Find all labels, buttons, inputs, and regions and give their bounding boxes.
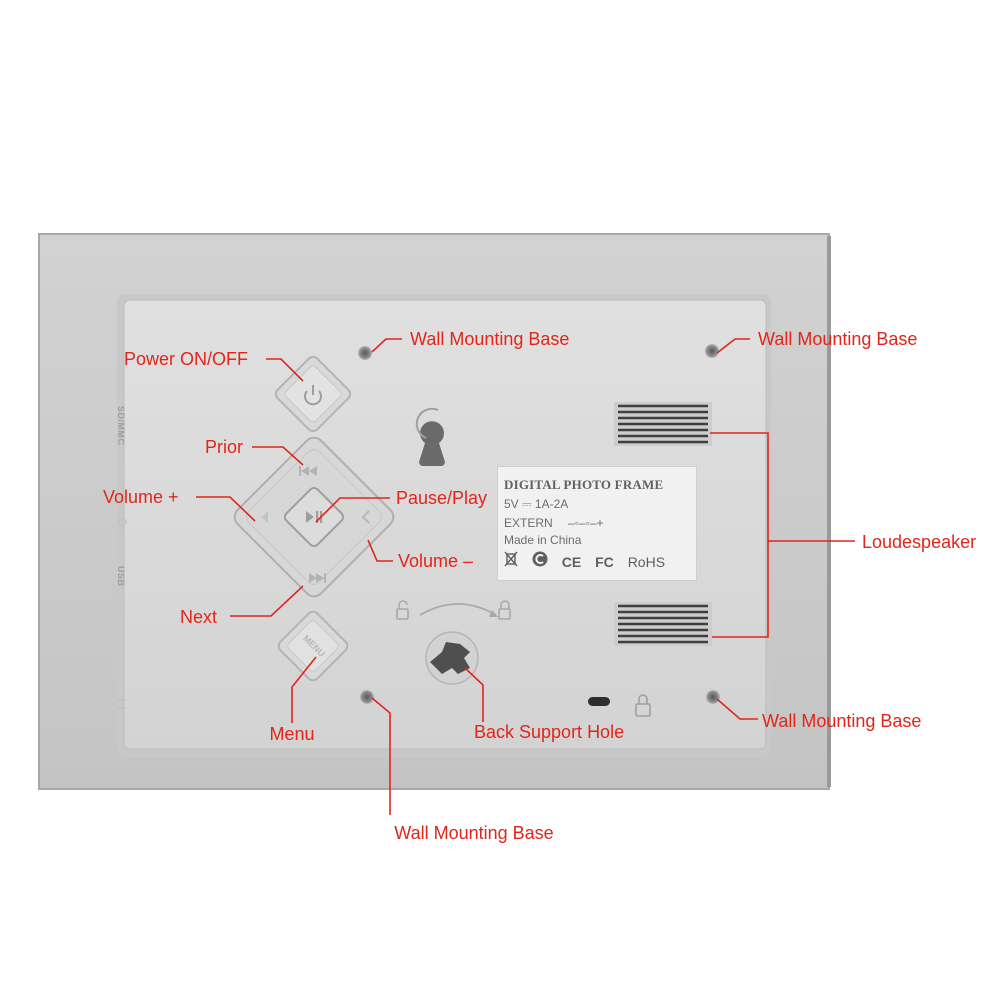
label-wall-mount-top-center: Wall Mounting Base bbox=[410, 329, 570, 349]
ce-mark: CE bbox=[561, 554, 582, 570]
pause-play-button[interactable] bbox=[283, 486, 345, 548]
sd-mmc-port-label: SD/MMC bbox=[116, 406, 126, 446]
annotation-leaders bbox=[196, 338, 855, 815]
rotation-arc bbox=[419, 603, 497, 616]
side-port-marks bbox=[117, 517, 127, 709]
prior-icon bbox=[299, 466, 317, 476]
volume-plus-icon bbox=[262, 511, 268, 523]
label-wall-mount-top-right: Wall Mounting Base bbox=[758, 329, 918, 349]
label-wall-mount-bottom: Wall Mounting Base bbox=[394, 823, 554, 843]
wall-mount-hole-top-right bbox=[705, 344, 719, 358]
volume-minus-icon bbox=[361, 510, 370, 524]
label-loudspeaker: Loudespeaker bbox=[862, 532, 977, 552]
sticker-certifications: CE FC RoHS bbox=[504, 551, 675, 570]
wall-mount-hole-top-center bbox=[358, 346, 372, 360]
c-tick-icon bbox=[532, 551, 548, 570]
label-wall-mount-bottom-right: Wall Mounting Base bbox=[762, 711, 922, 731]
rohs-mark: RoHS bbox=[627, 554, 666, 570]
label-menu: Menu bbox=[269, 724, 315, 744]
weee-bin-icon bbox=[504, 551, 518, 570]
label-volume-plus: Volume + bbox=[103, 487, 179, 507]
speaker-grille-top bbox=[614, 402, 712, 446]
sticker-extern: EXTERN bbox=[504, 516, 553, 530]
menu-button[interactable] bbox=[276, 609, 350, 683]
label-back-support-hole: Back Support Hole bbox=[474, 722, 625, 742]
reset-slot bbox=[588, 697, 610, 706]
wall-mount-hole-bottom-right bbox=[706, 690, 720, 704]
power-icon bbox=[304, 385, 322, 406]
back-support-hole bbox=[425, 631, 479, 685]
unlock-icon bbox=[396, 600, 409, 620]
sticker-power-rating: 5V ⎓ 1A-2A bbox=[504, 497, 569, 511]
power-button[interactable] bbox=[273, 354, 352, 433]
label-pause-play: Pause/Play bbox=[396, 488, 488, 508]
label-power: Power ON/OFF bbox=[124, 349, 249, 369]
lock-icon bbox=[635, 694, 651, 717]
frame-edge bbox=[827, 236, 831, 787]
next-icon bbox=[309, 573, 326, 583]
product-label-sticker: DIGITAL PHOTO FRAME 5V ⎓ 1A-2A EXTERN –◦… bbox=[497, 466, 697, 581]
fc-mark: FC bbox=[595, 554, 614, 570]
label-volume-minus: Volume – bbox=[398, 551, 474, 571]
lock-icon-support bbox=[498, 600, 511, 620]
sticker-title: DIGITAL PHOTO FRAME bbox=[504, 477, 664, 492]
label-next: Next bbox=[180, 607, 218, 627]
sticker-extern-symbol: –◦–◦–+ bbox=[568, 516, 604, 530]
wall-mount-hole-bottom-left bbox=[360, 690, 374, 704]
label-prior: Prior bbox=[205, 437, 244, 457]
keyhole-slot bbox=[419, 421, 445, 466]
sticker-origin: Made in China bbox=[504, 533, 582, 547]
speaker-grille-bottom bbox=[614, 602, 712, 646]
usb-port-label: USB bbox=[116, 566, 126, 587]
